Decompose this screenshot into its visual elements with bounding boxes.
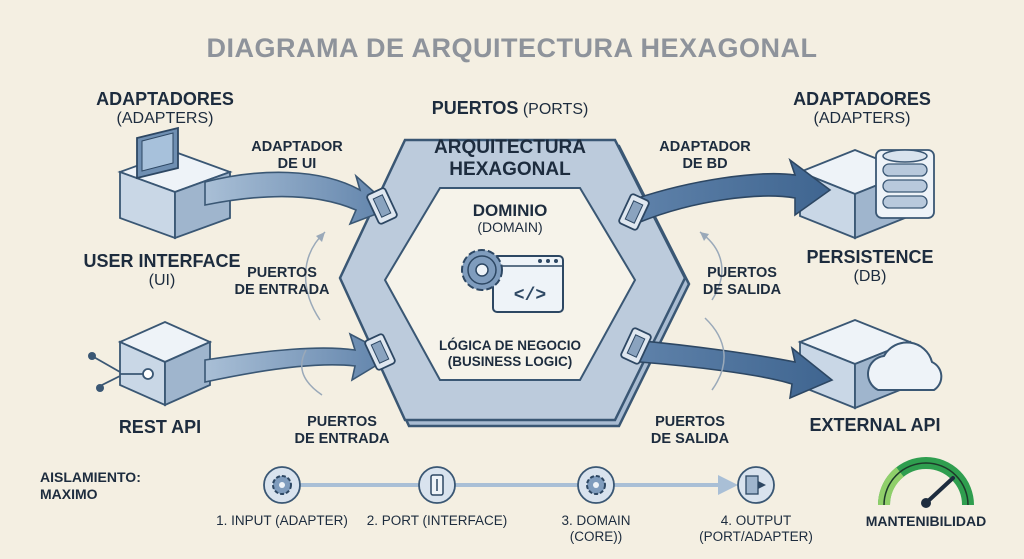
- flow-step-2-port-icon: [418, 466, 456, 504]
- hexagon-title-line2: HEXAGONAL: [449, 159, 571, 180]
- ui-sublabel: (UI): [148, 272, 176, 289]
- business-logic-icon: </>: [461, 249, 564, 313]
- ui-adapter-label-line2: DE UI: [277, 156, 317, 172]
- business-logic-line1: LÓGICA DE NEGOCIO: [438, 338, 581, 353]
- input-ports-mid-line2: DE ENTRADA: [234, 282, 330, 298]
- ui-adapter-label-line1: ADAPTADOR: [251, 139, 343, 155]
- output-ports-mid-line1: PUERTOS: [707, 265, 777, 281]
- isolation-line2: MAXIMO: [40, 486, 98, 502]
- flow-step-3-gear-icon: [577, 466, 615, 504]
- persistence-sublabel: (DB): [853, 268, 887, 285]
- ui-adapter-box: [117, 126, 233, 240]
- ui-label: USER INTERFACE: [83, 251, 241, 271]
- ports-heading: PUERTOS (PORTS): [410, 98, 610, 119]
- port-connector-ui: [366, 187, 398, 225]
- input-ports-low-line2: DE ENTRADA: [294, 431, 390, 447]
- port-connector-rest: [364, 333, 396, 371]
- api-output-arrow: [630, 339, 834, 400]
- ports-subtitle: (PORTS): [522, 101, 589, 118]
- flow-step-4-label-line2: (PORT/ADAPTER): [699, 529, 813, 544]
- output-ports-low-line1: PUERTOS: [655, 414, 725, 430]
- flow-step-4-label-line1: 4. OUTPUT: [720, 513, 792, 528]
- diagram-title: DIAGRAMA DE ARQUITECTURA HEXAGONAL: [206, 33, 818, 63]
- curved-arrow-in-bottom: [300, 349, 323, 396]
- left-adapters-heading: ADAPTADORES: [96, 89, 234, 109]
- hexagon-title-line1: ARQUITECTURA: [434, 137, 586, 158]
- curved-arrow-in-top: [304, 231, 326, 321]
- isolation-line1: AISLAMIENTO:: [40, 469, 141, 485]
- flow-step-3-label-line1: 3. DOMAIN: [561, 513, 631, 528]
- input-ports-low-line1: PUERTOS: [307, 414, 377, 430]
- domain-title: DOMINIO: [472, 201, 548, 220]
- flow-step-4-output-icon: [737, 466, 775, 504]
- rest-api-label: REST API: [118, 417, 202, 437]
- maintainability-label: MANTENIBILIDAD: [865, 513, 987, 529]
- external-api-box: [797, 319, 943, 410]
- flow-step-2-label: 2. PORT (INTERFACE): [366, 513, 508, 528]
- output-ports-mid-line2: DE SALIDA: [702, 282, 782, 298]
- rest-input-arrow: [204, 332, 394, 383]
- port-connector-api: [620, 327, 652, 365]
- right-adapters-subheading: (ADAPTERS): [813, 110, 911, 127]
- left-adapters-subheading: (ADAPTERS): [116, 110, 214, 127]
- db-output-arrow: [630, 157, 832, 224]
- ports-title: PUERTOS: [431, 98, 519, 118]
- port-connector-db: [618, 193, 650, 231]
- flow-step-3-label-line2: (CORE)): [569, 529, 623, 544]
- database-icon: [875, 149, 935, 219]
- external-api-label: EXTERNAL API: [809, 415, 941, 435]
- rest-api-box: [88, 321, 213, 407]
- persistence-label: PERSISTENCE: [806, 247, 934, 267]
- business-logic-line2: (BUSINESS LOGIC): [447, 354, 573, 369]
- flow-step-1-gear-icon: [263, 466, 301, 504]
- db-adapter-label-line1: ADAPTADOR: [659, 139, 751, 155]
- cloud-icon: [867, 341, 943, 391]
- output-ports-low-line2: DE SALIDA: [650, 431, 730, 447]
- db-adapter-label-line2: DE BD: [682, 156, 728, 172]
- input-ports-mid-line1: PUERTOS: [247, 265, 317, 281]
- maintainability-gauge-icon: [878, 457, 974, 508]
- ui-adapter-arrow: [204, 171, 394, 226]
- curved-arrow-out-bottom: [704, 317, 725, 391]
- right-adapters-heading: ADAPTADORES: [793, 89, 931, 109]
- curved-arrow-out-top: [699, 231, 723, 301]
- flow-step-1-label: 1. INPUT (ADAPTER): [216, 513, 348, 528]
- domain-subtitle: (DOMAIN): [477, 219, 543, 235]
- svg-text:</>: </>: [514, 286, 546, 306]
- db-adapter-box: [797, 149, 935, 240]
